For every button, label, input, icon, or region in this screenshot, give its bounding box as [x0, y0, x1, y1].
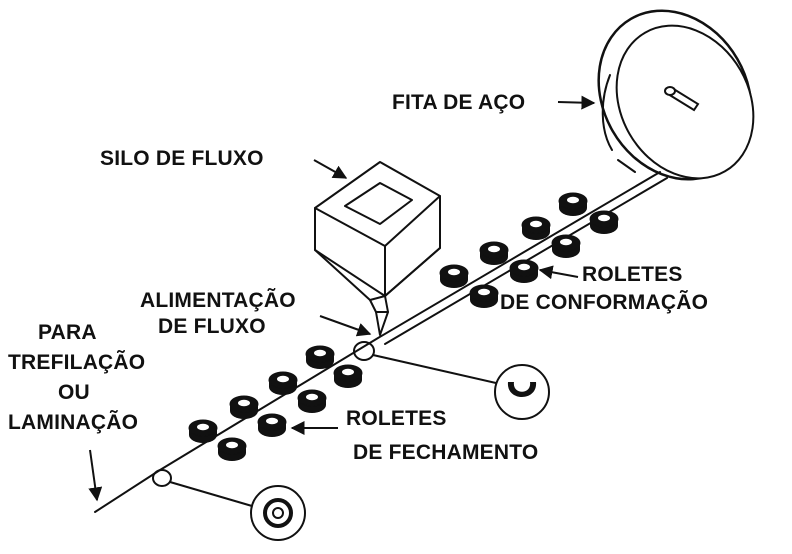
trefilacao-arrow [88, 449, 103, 502]
alimentacao-arrow [319, 315, 372, 337]
label-roletes-fechamento-line2: DE FECHAMENTO [353, 441, 539, 464]
label-para-line4: LAMINAÇÃO [8, 411, 139, 434]
silo-arrow [313, 159, 348, 179]
conformacao-arrow [538, 265, 579, 280]
label-silo-de-fluxo: SILO DE FLUXO [100, 147, 264, 170]
open-section-detail [353, 341, 550, 420]
label-roletes-fechamento-line1: ROLETES [346, 407, 447, 430]
reel-axle [664, 86, 700, 112]
flux-silo [314, 161, 441, 336]
leader-arrows [88, 95, 596, 502]
label-para-line3: OU [58, 381, 90, 404]
label-fita-de-aco: FITA DE AÇO [392, 91, 526, 114]
steel-coil-reel [597, 9, 755, 181]
label-para-line2: TREFILAÇÃO [8, 351, 146, 374]
fita-arrow [557, 95, 596, 110]
label-alimentacao-line1: ALIMENTAÇÃO [140, 289, 296, 312]
label-alimentacao-line2: DE FLUXO [158, 315, 266, 338]
label-roletes-conformacao-line2: DE CONFORMAÇÃO [500, 291, 709, 314]
closed-section-detail [152, 469, 306, 541]
label-roletes-conformacao-line1: ROLETES [582, 263, 683, 286]
label-para-line1: PARA [38, 321, 97, 344]
